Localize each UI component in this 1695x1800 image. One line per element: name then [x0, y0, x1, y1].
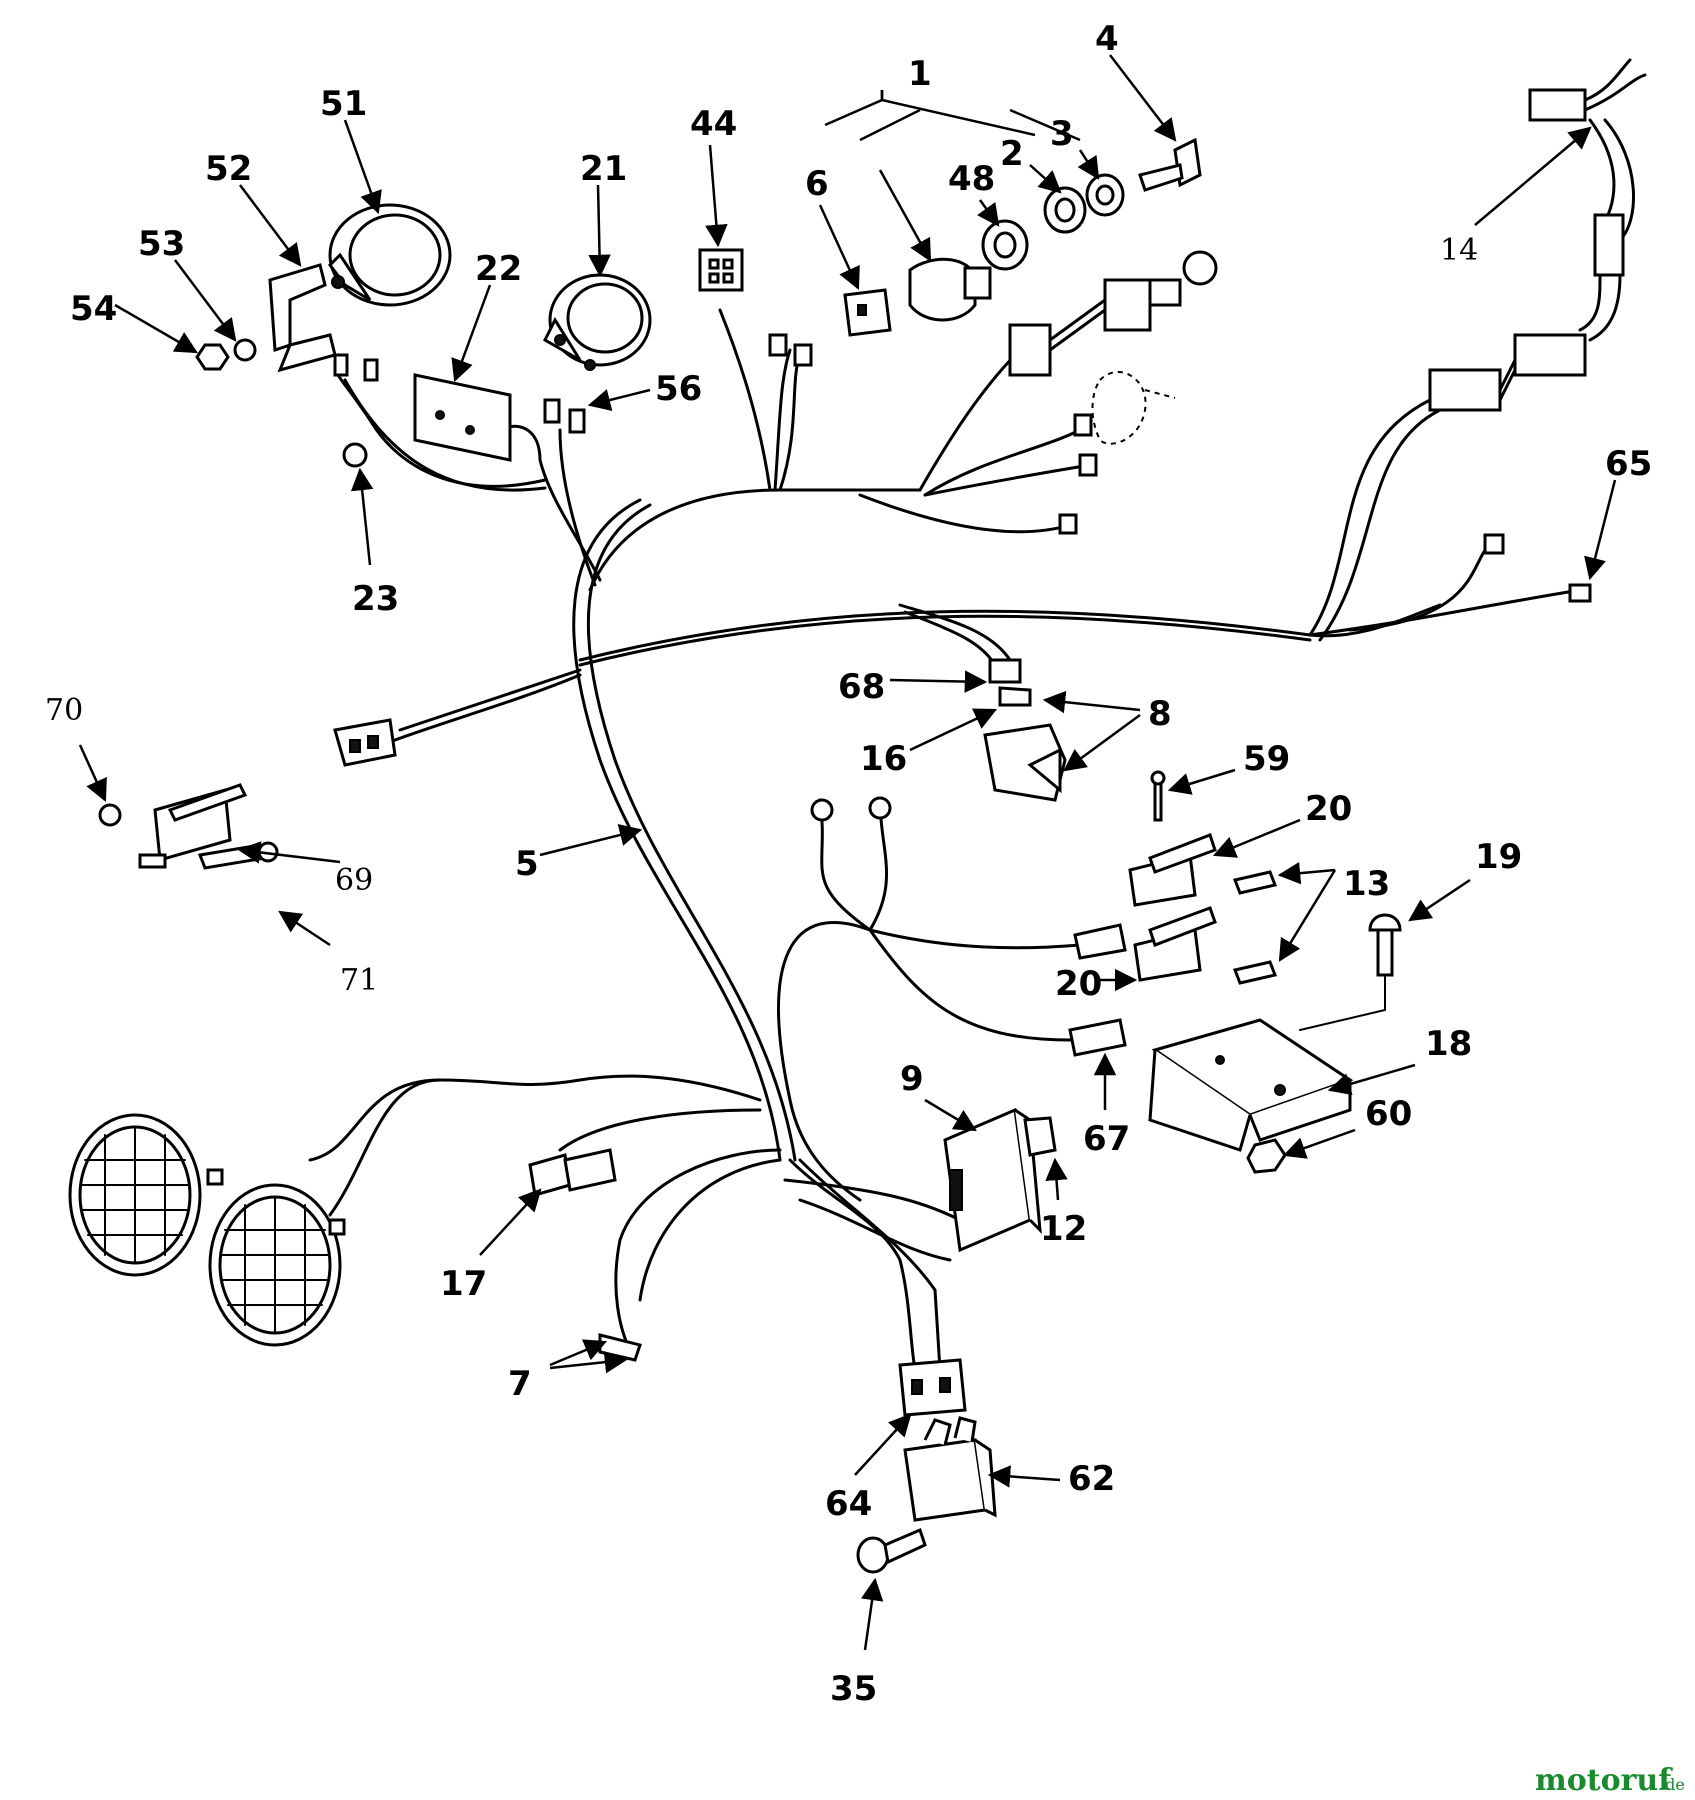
switch-bracket: [1148, 1018, 1354, 1152]
gauge-plate: [413, 373, 512, 462]
ignition-switch: [908, 257, 992, 322]
nut-icon: [195, 343, 230, 371]
callout-71: 71: [340, 963, 378, 998]
terminal-icon: [328, 1218, 346, 1236]
callout-48: 48: [948, 159, 995, 199]
light-connector: [528, 1148, 617, 1197]
insulator-plate: [1232, 870, 1278, 895]
gauge-bracket: [268, 263, 337, 373]
callout-arrows: [78, 54, 1617, 1651]
callout-17: 17: [440, 1264, 487, 1304]
callout-22: 22: [475, 249, 522, 289]
ring-terminal: [868, 796, 892, 820]
safety-switch-lower: [1133, 906, 1217, 982]
terminal-icon: [206, 1168, 224, 1186]
callout-4: 4: [1095, 19, 1119, 59]
callout-9: 9: [900, 1059, 924, 1099]
terminal-icon: [768, 333, 788, 357]
callout-3: 3: [1050, 114, 1074, 154]
callout-44: 44: [690, 104, 737, 144]
callout-64: 64: [825, 1484, 872, 1524]
terminal-icon: [793, 343, 813, 367]
callout-54: 54: [70, 289, 117, 329]
light-switch-assembly: [1008, 250, 1218, 535]
insulator-plate: [1232, 960, 1278, 985]
ground-terminal: [1568, 583, 1592, 603]
headlight-left: [68, 1113, 224, 1277]
callout-53: 53: [138, 224, 185, 264]
hex-nut-icon: [1246, 1138, 1287, 1174]
terminal-icon: [363, 358, 379, 382]
lock-nut-icon: [342, 442, 368, 468]
callout-6: 6: [805, 164, 829, 204]
headlight-right: [208, 1183, 346, 1347]
terminal-icon: [1483, 533, 1505, 555]
callout-19: 19: [1475, 837, 1522, 877]
callout-8: 8: [1148, 694, 1172, 734]
callout-56: 56: [655, 369, 702, 409]
callout-60: 60: [1365, 1094, 1412, 1134]
callout-69: 69: [335, 863, 373, 898]
terminal-icon: [568, 408, 586, 434]
callout-2: 2: [1000, 134, 1024, 174]
callout-18: 18: [1425, 1024, 1472, 1064]
svg-text:motoruf: motoruf: [1535, 1763, 1673, 1798]
callout-21: 21: [580, 149, 627, 189]
seat-switch-plug: [1428, 58, 1647, 412]
ignition-key-icon: [1138, 137, 1202, 192]
callout-1: 1: [908, 54, 932, 94]
rocker-switch: [983, 658, 1067, 802]
callout-59: 59: [1243, 739, 1290, 779]
connector-6: [843, 288, 892, 337]
callout-20-lower: 20: [1055, 964, 1102, 1004]
callout-62: 62: [1068, 1459, 1115, 1499]
callout-65: 65: [1605, 444, 1652, 484]
regulator-module: [943, 1107, 1057, 1253]
callout-7: 7: [508, 1364, 532, 1404]
callout-20-upper: 20: [1305, 789, 1352, 829]
hour-meter-gauge: [328, 203, 452, 307]
carriage-bolt-icon: [1299, 913, 1402, 1031]
callout-67: 67: [1083, 1119, 1130, 1159]
relay-socket: [898, 1358, 967, 1417]
pto-connector: [333, 718, 397, 767]
micro-switch: [98, 783, 279, 870]
callout-68: 68: [838, 667, 885, 707]
callout-12: 12: [1040, 1209, 1087, 1249]
washer-icon: [233, 338, 257, 362]
callout-13: 13: [1343, 864, 1390, 904]
callout-52: 52: [205, 149, 252, 189]
ring-terminal: [810, 798, 834, 822]
callout-23: 23: [352, 579, 399, 619]
callout-labels: 51 52 53 54 21 22 56 23 44 6 1 48 2 3 4 …: [45, 19, 1652, 1709]
terminal-icon: [333, 353, 349, 377]
switch-connector: [1073, 923, 1127, 960]
callout-70: 70: [45, 693, 83, 728]
terminal-icon: [543, 398, 561, 424]
voltmeter-gauge: [543, 273, 652, 371]
callout-16: 16: [860, 739, 907, 779]
callout-14: 14: [1440, 233, 1478, 268]
callout-35: 35: [830, 1669, 877, 1709]
wire-end-7: [598, 1333, 642, 1362]
svg-text:.de: .de: [1660, 1775, 1685, 1794]
main-harness: [308, 308, 1582, 1372]
safety-switch-upper: [1128, 770, 1217, 907]
callout-51: 51: [320, 84, 367, 124]
switch-connector: [1068, 1018, 1127, 1057]
harness-connector-plug: [698, 248, 744, 292]
watermark-logo: motoruf .de: [1535, 1763, 1685, 1798]
relay: [903, 1416, 997, 1522]
screw-icon: [856, 1527, 927, 1574]
callout-5: 5: [515, 844, 539, 884]
